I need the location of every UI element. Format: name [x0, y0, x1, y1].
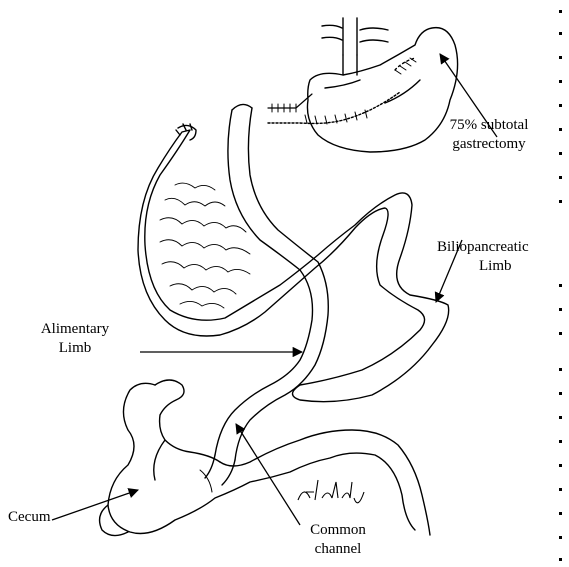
alimentary-label-line1: Alimentary: [20, 320, 130, 339]
biliopancreatic-label-line2: Limb: [437, 257, 569, 276]
staple-line: [272, 58, 416, 124]
common-channel-label-line2: channel: [298, 540, 378, 559]
biliopancreatic-label-line1: Biliopancreatic: [437, 238, 569, 257]
common-channel-arrow: [236, 424, 300, 525]
cecum-label: Cecum: [8, 508, 58, 527]
esophagus: [322, 18, 388, 75]
cropped-text-edge: [553, 0, 569, 567]
common-channel-label-line1: Common: [298, 521, 378, 540]
cecum-arrow: [52, 490, 138, 520]
biliopancreatic-label: Biliopancreatic Limb: [437, 238, 569, 276]
gastric-remnant: [268, 28, 458, 152]
alimentary-limb: [215, 104, 328, 460]
cecum-colon: [100, 380, 430, 536]
common-channel-label: Common channel: [298, 521, 378, 559]
alimentary-label: Alimentary Limb: [20, 320, 130, 358]
gastrectomy-label: 75% subtotal gastrectomy: [433, 116, 545, 154]
gastrectomy-label-line2: gastrectomy: [433, 135, 545, 154]
common-channel: [205, 455, 235, 485]
artist-signature: [298, 480, 364, 503]
biliopancreatic-limb: [138, 124, 449, 402]
alimentary-label-line2: Limb: [20, 339, 130, 358]
gastrectomy-label-line1: 75% subtotal: [433, 116, 545, 135]
